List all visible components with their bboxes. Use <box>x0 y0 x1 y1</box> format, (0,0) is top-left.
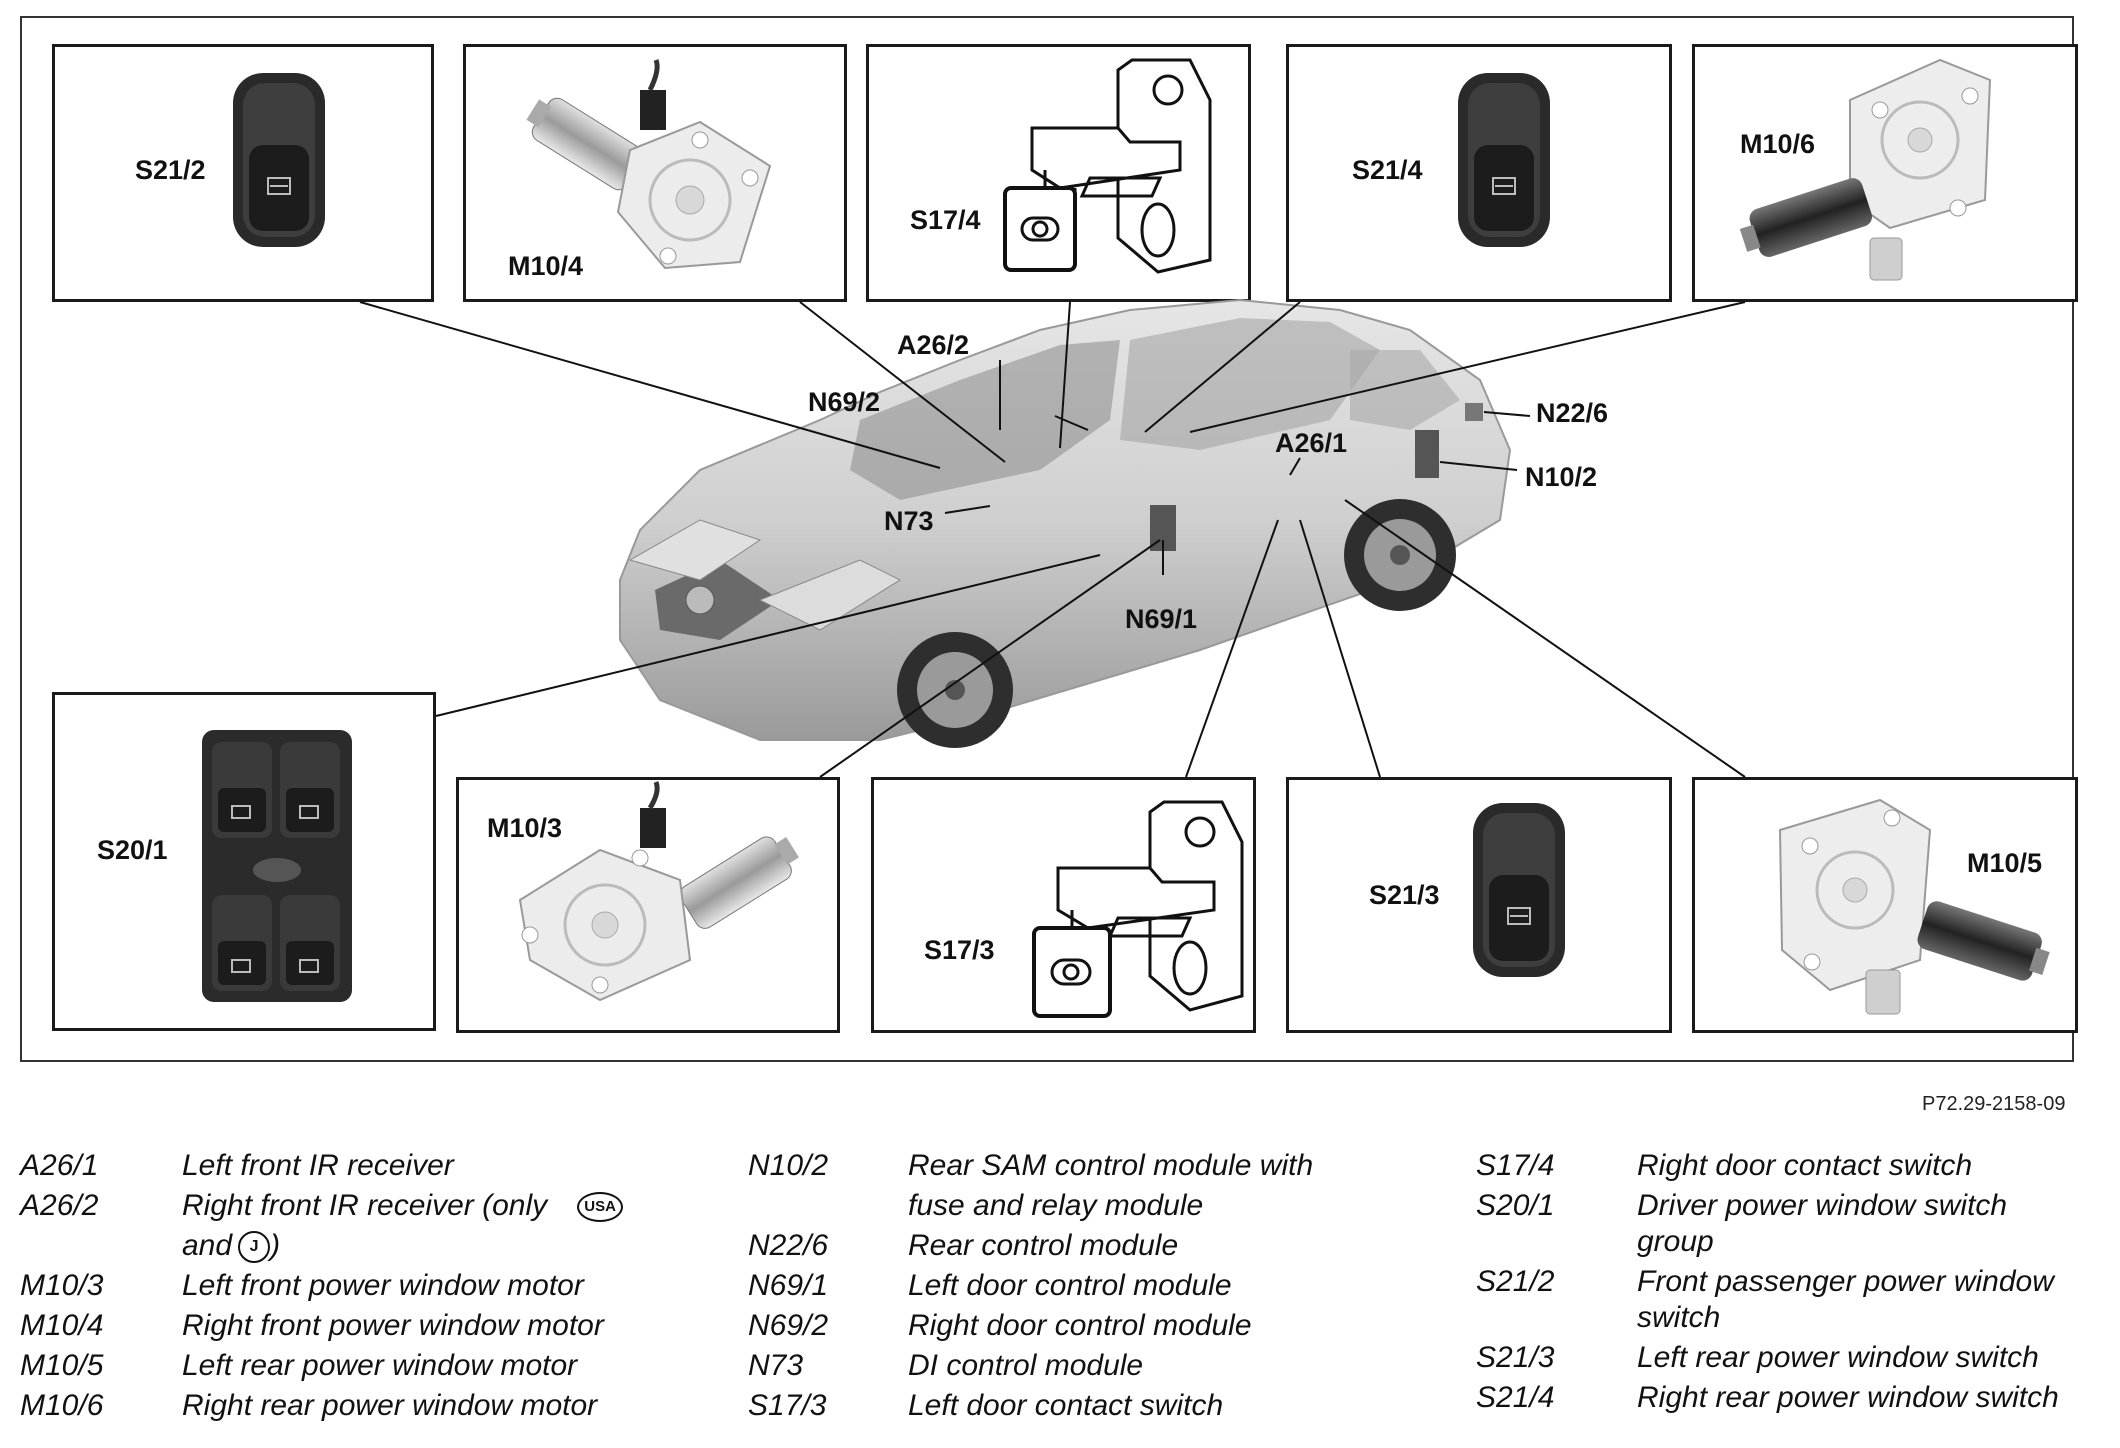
legend-desc-text: Right front IR receiver (only <box>182 1189 548 1222</box>
legend-code: M10/4 <box>20 1309 104 1342</box>
legend-item: S21/2 Front passenger power window switc… <box>1476 1262 2116 1338</box>
legend-item: A26/2 Right front IR receiver (only USA a… <box>20 1186 720 1266</box>
panel-label: S20/1 <box>97 835 168 865</box>
panel-label: S21/3 <box>1369 880 1440 910</box>
panel-label: M10/4 <box>508 251 584 281</box>
legend-code: S20/1 <box>1476 1189 1555 1222</box>
legend-desc: Rear control module <box>908 1229 1179 1262</box>
legend-desc: Left rear power window switch <box>1637 1341 2039 1374</box>
legend-item: N22/6 Rear control module <box>748 1226 1448 1266</box>
window-motor-icon <box>526 59 772 270</box>
legend-desc: DI control module <box>908 1349 1144 1382</box>
legend-code: N73 <box>748 1349 804 1382</box>
legend-code: S17/3 <box>748 1389 827 1422</box>
legend-desc: Right front IR receiver (only USA <box>182 1186 624 1226</box>
legend-code: N69/1 <box>748 1269 829 1302</box>
panel-label: M10/5 <box>1967 848 2043 878</box>
legend-item: M10/3 Left front power window motor <box>20 1266 720 1306</box>
legend-desc: Left front power window motor <box>182 1269 584 1302</box>
legend-code: S21/4 <box>1476 1381 1555 1414</box>
legend-column-1: A26/1 Left front IR receiver A26/2 Right… <box>20 1146 720 1426</box>
legend-desc-line2: group <box>1637 1225 1714 1258</box>
legend-column-2: N10/2 Rear SAM control module with fuse … <box>748 1146 1448 1426</box>
legend-code: M10/6 <box>20 1389 104 1422</box>
legend-desc: Left door contact switch <box>908 1389 1224 1422</box>
legend-code: N22/6 <box>748 1229 829 1262</box>
legend-desc: Right rear power window motor <box>182 1389 598 1422</box>
legend-code: S21/3 <box>1476 1341 1555 1374</box>
legend-item: M10/6 Right rear power window motor <box>20 1386 720 1426</box>
callout-a26-2: A26/2 <box>897 330 969 360</box>
legend-desc-line2: switch <box>1637 1301 1721 1334</box>
legend-item: M10/4 Right front power window motor <box>20 1306 720 1346</box>
callout-n73: N73 <box>884 506 934 536</box>
legend-item: N69/2 Right door control module <box>748 1306 1448 1346</box>
callout-n22-6: N22/6 <box>1536 398 1608 428</box>
legend-code: S17/4 <box>1476 1149 1555 1182</box>
usa-badge-icon: USA <box>577 1192 624 1223</box>
switch-group-icon <box>202 730 352 1002</box>
window-switch-icon <box>1473 803 1565 977</box>
japan-badge-icon: J <box>238 1231 271 1264</box>
callout-a26-1: A26/1 <box>1275 428 1347 458</box>
legend-item: S17/3 Left door contact switch <box>748 1386 1448 1426</box>
diagram-frame <box>20 16 2074 1062</box>
legend-code: M10/5 <box>20 1349 104 1382</box>
legend-item: S17/4 Right door contact switch <box>1476 1146 2116 1186</box>
callout-n69-1: N69/1 <box>1125 604 1197 634</box>
panel-label: M10/6 <box>1740 129 1816 159</box>
window-switch-icon <box>1458 73 1550 247</box>
legend-desc: Right rear power window switch <box>1637 1381 2059 1414</box>
legend-desc-text: ) <box>270 1229 281 1262</box>
leader-lines <box>359 301 1746 778</box>
window-motor-icon <box>518 781 799 1002</box>
legend-item: M10/5 Left rear power window motor <box>20 1346 720 1386</box>
door-contact-switch-icon <box>1032 800 1244 1018</box>
window-motor-icon <box>1778 798 2050 1015</box>
diagram-scene: A26/2 N69/2 N73 N22/6 A26/1 N10/2 N69/1 <box>202 58 2050 1018</box>
legend-desc-line2: fuse and relay module <box>908 1189 1204 1222</box>
panel-label: S17/4 <box>910 205 981 235</box>
legend-desc: Rear SAM control module with <box>908 1149 1314 1182</box>
reference-code: P72.29-2158-09 <box>1922 1093 2066 1115</box>
callout-n10-2: N10/2 <box>1525 462 1597 492</box>
legend-item: S21/3 Left rear power window switch <box>1476 1338 2116 1378</box>
legend-desc: Driver power window switch <box>1637 1189 2008 1222</box>
panel-label: S21/2 <box>135 155 206 185</box>
legend-code: N69/2 <box>748 1309 829 1342</box>
legend-desc: Left front IR receiver <box>182 1149 454 1182</box>
legend-desc-text: and <box>182 1229 233 1262</box>
legend-code: A26/2 <box>20 1189 99 1222</box>
legend-item: S21/4 Right rear power window switch <box>1476 1378 2116 1418</box>
legend-item: N73 DI control module <box>748 1346 1448 1386</box>
door-contact-switch-icon <box>1003 58 1212 274</box>
legend-item: N10/2 Rear SAM control module with fuse … <box>748 1146 1448 1226</box>
legend-column-3: S17/4 Right door contact switch S20/1 Dr… <box>1476 1146 2116 1418</box>
window-switch-icon <box>233 73 325 247</box>
legend-desc: Left door control module <box>908 1269 1232 1302</box>
legend-code: M10/3 <box>20 1269 104 1302</box>
window-motor-icon <box>1739 58 1992 281</box>
callout-n69-2: N69/2 <box>808 387 880 417</box>
panel-label: S17/3 <box>924 935 995 965</box>
panel-label: M10/3 <box>487 813 563 843</box>
legend-code: N10/2 <box>748 1149 829 1182</box>
legend-item: N69/1 Left door control module <box>748 1266 1448 1306</box>
legend-desc: Right door contact switch <box>1637 1149 1973 1182</box>
legend-code: A26/1 <box>20 1149 99 1182</box>
legend-desc: Right front power window motor <box>182 1309 604 1342</box>
legend-desc: Left rear power window motor <box>182 1349 578 1382</box>
legend-item: S20/1 Driver power window switch group <box>1476 1186 2116 1262</box>
panel-label: S21/4 <box>1352 155 1423 185</box>
legend-item: A26/1 Left front IR receiver <box>20 1146 720 1186</box>
legend-desc: Front passenger power window <box>1637 1265 2054 1298</box>
legend-code: S21/2 <box>1476 1265 1555 1298</box>
legend-desc: Right door control module <box>908 1309 1252 1342</box>
